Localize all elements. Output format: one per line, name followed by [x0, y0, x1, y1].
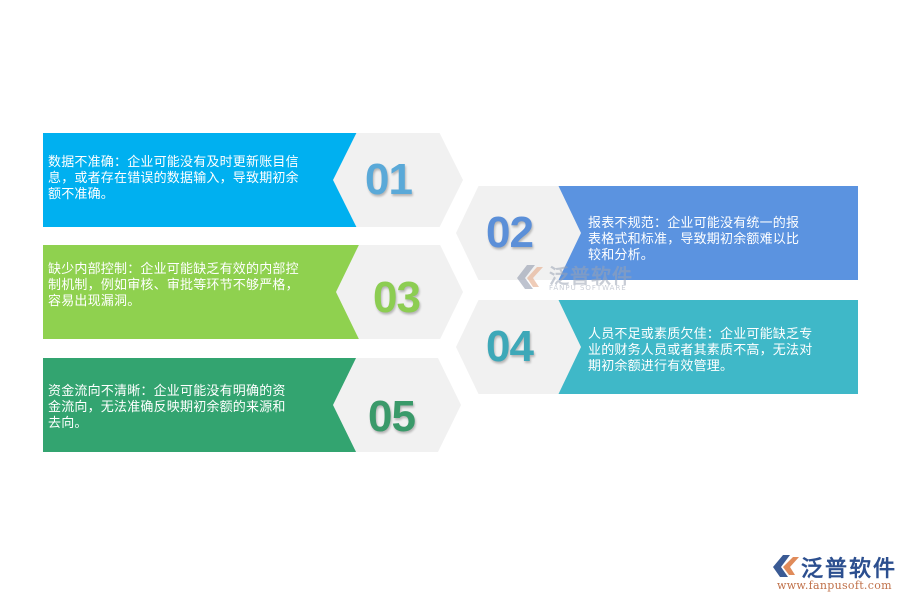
brand-name: 泛普软件 [801, 557, 898, 582]
item-03-band [43, 245, 363, 339]
item-04-band [557, 300, 858, 394]
brand-url: www.fanpusoft.com [777, 579, 892, 592]
fanpu-logo-icon [773, 555, 799, 577]
item-05-number-hex [333, 358, 461, 452]
brand-logo: 泛普软件 www.fanpusoft.com [767, 551, 897, 596]
item-03-description: 缺少内部控制：企业可能缺乏有效的内部控 制机制，例如审核、审批等环节不够严格， … [48, 262, 299, 309]
item-02: 02 报表不规范：企业可能没有统一的报 表格式和标准，导致期初余额难以比 较和分… [456, 186, 858, 280]
item-01-description: 数据不准确：企业可能没有及时更新账目信 息，或者存在错误的数据输入，导致期初余 … [48, 155, 299, 202]
item-02-number-hex [456, 186, 581, 280]
item-03-number: 03 [373, 273, 421, 322]
item-01-number-hex [333, 133, 463, 227]
item-04-number-hex [456, 300, 581, 394]
watermark: 泛普软件 FANPU SOFTWARE [513, 262, 643, 296]
item-02-band [556, 186, 858, 280]
item-05-band [43, 358, 361, 452]
item-03-number-hex [336, 245, 463, 339]
item-04: 04 人员不足或素质欠佳：企业可能缺乏专 业的财务人员或者其素质不高，无法对 期… [456, 300, 858, 394]
item-05-number: 05 [368, 392, 416, 441]
item-05-description: 资金流向不清晰：企业可能没有明确的资 金流向，无法准确反映期初余额的来源和 去向… [48, 384, 286, 431]
item-04-description: 人员不足或素质欠佳：企业可能缺乏专 业的财务人员或者其素质不高，无法对 期初余额… [588, 327, 813, 374]
item-01-number: 01 [365, 155, 413, 204]
item-05: 资金流向不清晰：企业可能没有明确的资 金流向，无法准确反映期初余额的来源和 去向… [43, 358, 463, 452]
item-04-number: 04 [486, 322, 534, 371]
item-03: 缺少内部控制：企业可能缺乏有效的内部控 制机制，例如审核、审批等环节不够严格， … [43, 245, 463, 339]
item-02-description: 报表不规范：企业可能没有统一的报 表格式和标准，导致期初余额难以比 较和分析。 [588, 216, 800, 263]
watermark-name: 泛普软件 [549, 264, 633, 288]
fanpu-watermark-icon [517, 265, 543, 289]
item-01-band [43, 133, 363, 227]
watermark-subtitle: FANPU SOFTWARE [549, 284, 627, 292]
item-02-number: 02 [486, 208, 534, 257]
item-01: 数据不准确：企业可能没有及时更新账目信 息，或者存在错误的数据输入，导致期初余 … [43, 133, 463, 227]
